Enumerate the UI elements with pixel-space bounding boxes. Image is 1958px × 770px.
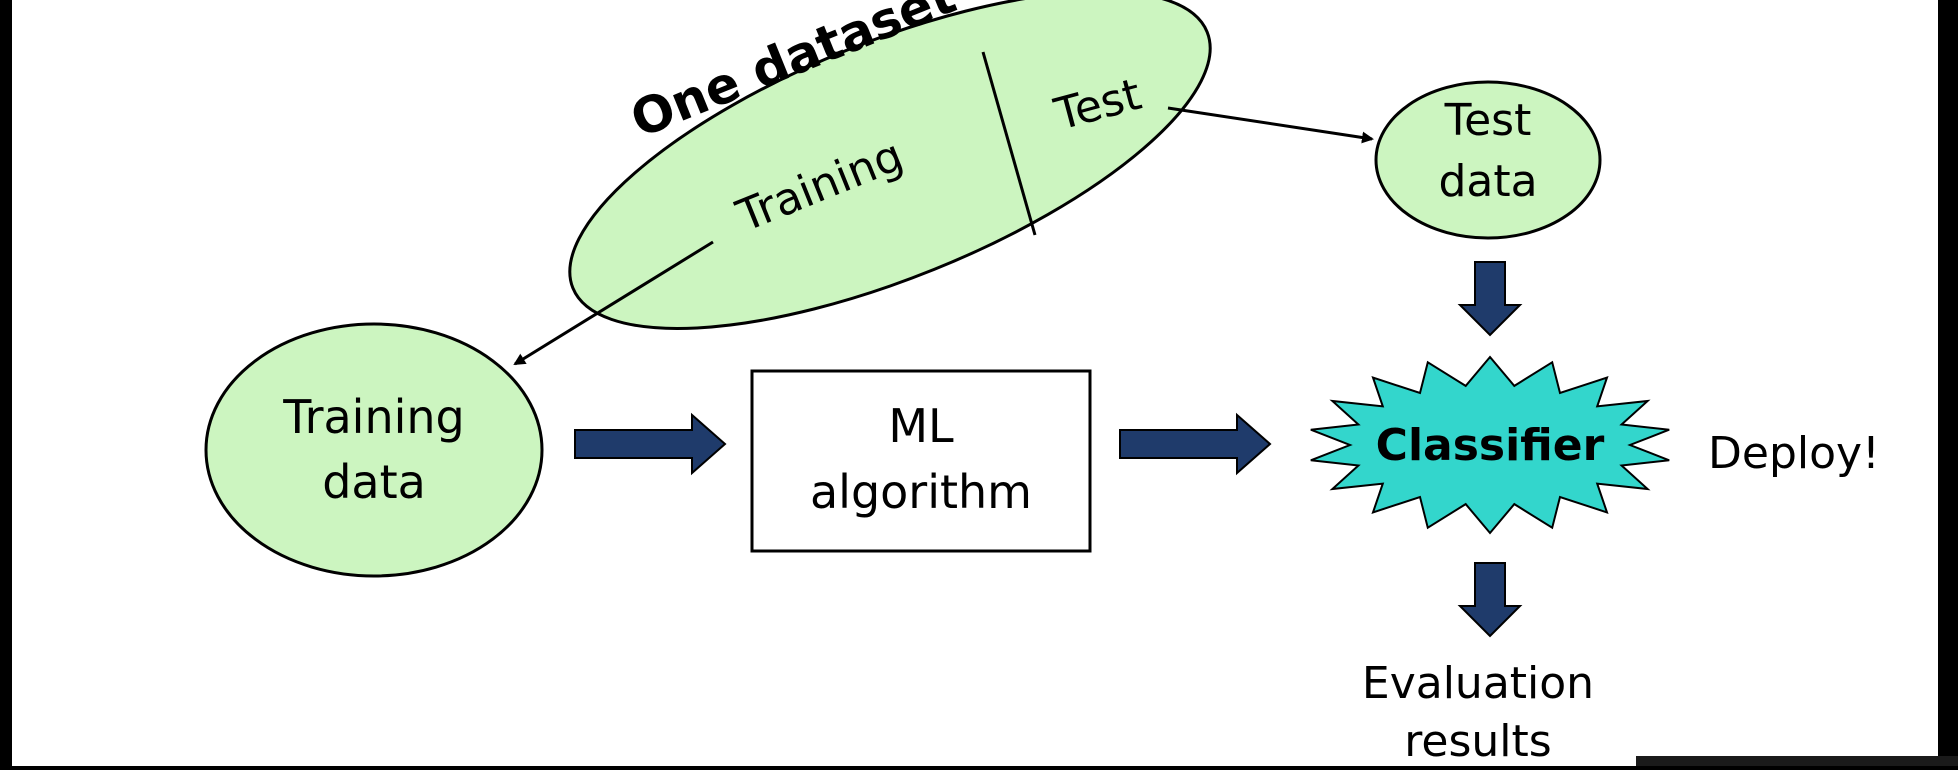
ml-algorithm-box — [750, 369, 1092, 553]
one-dataset-ellipse — [568, 0, 1212, 330]
training-data-label-line2: data — [322, 455, 426, 509]
test-data-label-line2: data — [1438, 156, 1537, 207]
block-arrow-classifier-to-evaluation — [1457, 562, 1523, 638]
block-arrow-to-ml — [574, 412, 727, 476]
block-arrow-testdata-to-classifier — [1457, 261, 1523, 337]
classifier-label: Classifier — [1376, 420, 1605, 471]
test-data-node — [1374, 80, 1602, 240]
ml-algorithm-label-line2: algorithm — [810, 465, 1032, 519]
evaluation-label-line1: Evaluation — [1362, 658, 1594, 709]
evaluation-label-line2: results — [1404, 716, 1551, 766]
deploy-label: Deploy! — [1708, 428, 1880, 479]
dataset-split-divider — [981, 51, 1037, 236]
training-data-node — [204, 322, 544, 578]
test-data-label-line1: Test — [1444, 95, 1532, 146]
test-to-testdata-arrow — [1167, 106, 1374, 144]
classifier-starburst — [1310, 355, 1670, 535]
training-to-trainingdata-arrow — [513, 240, 714, 366]
video-overlay-corner — [1636, 756, 1958, 766]
training-data-label-line1: Training — [282, 390, 465, 444]
ml-algorithm-label-line1: ML — [888, 399, 954, 453]
block-arrow-to-classifier — [1119, 412, 1272, 476]
